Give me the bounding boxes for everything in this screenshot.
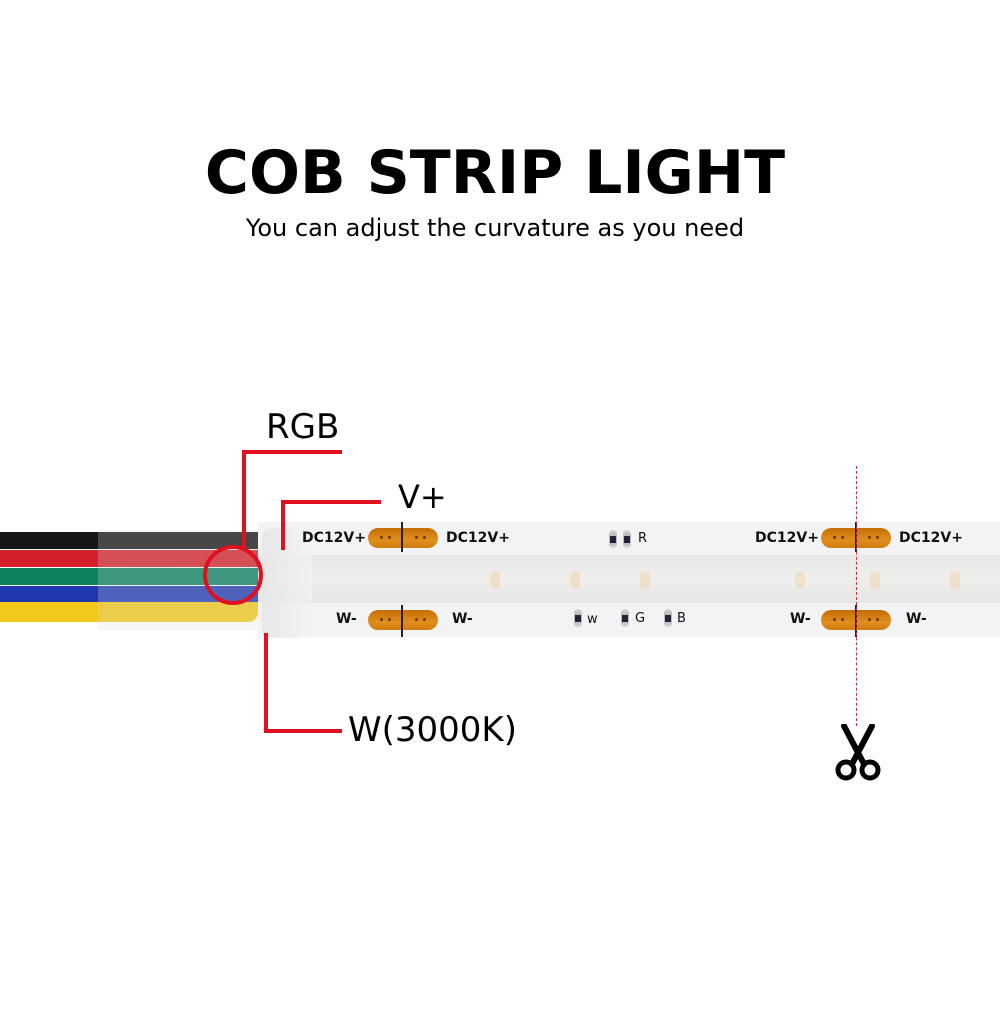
label-dc12v-4: DC12V+ — [899, 530, 963, 546]
wire-yellow — [0, 602, 258, 622]
page-title: COB STRIP LIGHT — [204, 138, 786, 208]
label-w-minus-4: W- — [906, 611, 927, 627]
callout-v-plus: V+ — [398, 478, 447, 516]
solder-pad-bottom-1 — [368, 610, 438, 630]
label-r: R — [638, 531, 648, 546]
cut-mark-top-1 — [401, 522, 403, 552]
wire-green — [0, 568, 262, 585]
callout-v-plus-line-v — [281, 500, 285, 550]
label-dc12v-1: DC12V+ — [302, 530, 366, 546]
label-dc12v-2: DC12V+ — [446, 530, 510, 546]
resistor-r1 — [609, 530, 617, 548]
label-dc12v-3: DC12V+ — [755, 530, 819, 546]
wire-red — [0, 550, 265, 567]
cut-mark-bottom-1 — [401, 605, 403, 637]
scissors-icon — [834, 723, 882, 782]
callout-w-line-h — [264, 729, 342, 733]
wire-black — [0, 532, 270, 549]
resistor-r2 — [623, 530, 631, 548]
label-b: B — [677, 611, 686, 626]
solder-pad-top-1 — [368, 528, 438, 548]
resistor-g — [621, 609, 629, 627]
callout-v-plus-line-h — [281, 500, 381, 504]
resistor-w — [574, 609, 582, 627]
wire-blue — [0, 586, 262, 603]
label-w: w — [587, 612, 598, 627]
cut-line — [856, 466, 857, 726]
label-g: G — [635, 611, 646, 626]
callout-w-line-v — [264, 633, 268, 733]
callout-rgb-line-v — [242, 450, 246, 550]
callout-rgb: RGB — [266, 407, 340, 447]
rgb-highlight-circle — [203, 545, 263, 605]
callout-rgb-line-h — [242, 450, 342, 454]
cable-bundle — [0, 530, 290, 630]
resistor-b — [664, 609, 672, 627]
cob-led-band — [258, 555, 1000, 603]
page-subtitle: You can adjust the curvature as you need — [245, 214, 745, 242]
label-w-minus-3: W- — [790, 611, 811, 627]
callout-w-3000k: W(3000K) — [348, 710, 517, 750]
label-w-minus-1: W- — [336, 611, 357, 627]
label-w-minus-2: W- — [452, 611, 473, 627]
end-cap — [262, 528, 312, 638]
